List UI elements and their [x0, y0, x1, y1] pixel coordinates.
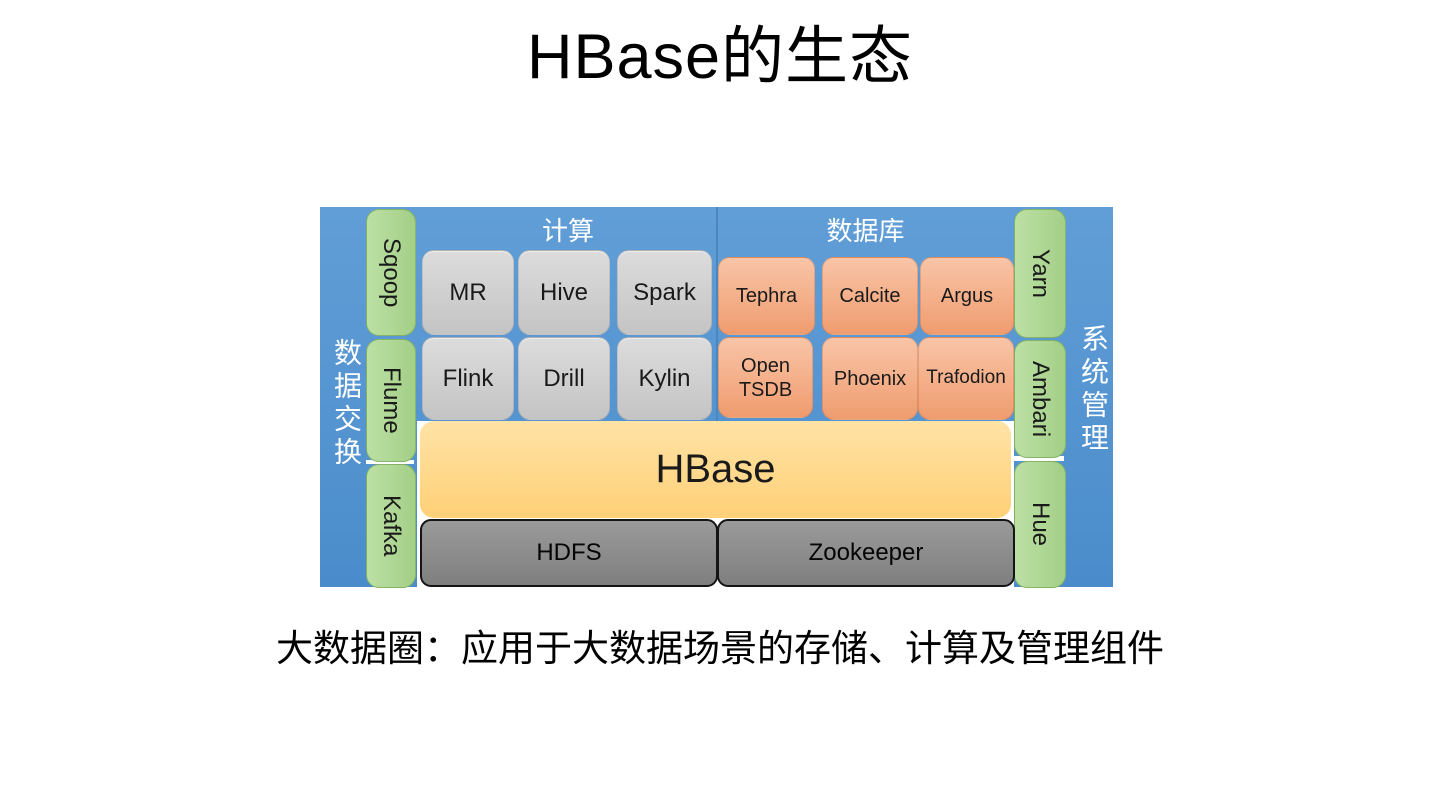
- gap-ambari-hue: [1014, 456, 1064, 461]
- opentsdb-node: Open TSDB: [718, 337, 813, 418]
- kafka-node: Kafka: [366, 464, 416, 588]
- ambari-node: Ambari: [1014, 340, 1066, 458]
- zookeeper-node: Zookeeper: [717, 519, 1015, 587]
- system-management-group-label: 系统管理: [1078, 324, 1109, 456]
- mr-node: MR: [422, 250, 514, 335]
- sqoop-node: Sqoop: [366, 209, 416, 336]
- hdfs-node: HDFS: [420, 519, 718, 587]
- hue-node: Hue: [1014, 461, 1066, 588]
- gap-flume-kafka: [366, 460, 414, 464]
- argus-node: Argus: [920, 257, 1014, 335]
- spark-node: Spark: [617, 250, 712, 335]
- data-exchange-group-label: 数据交换: [331, 338, 362, 470]
- phoenix-node: Phoenix: [822, 337, 918, 420]
- yarn-node: Yarn: [1014, 209, 1066, 338]
- flume-node: Flume: [366, 339, 416, 462]
- flink-node: Flink: [422, 337, 514, 420]
- tephra-node: Tephra: [718, 257, 815, 335]
- trafodion-node: Trafodion: [918, 337, 1014, 420]
- hive-node: Hive: [518, 250, 610, 335]
- section-divider: [716, 207, 718, 421]
- kylin-node: Kylin: [617, 337, 712, 420]
- page-title: HBase的生态: [526, 22, 914, 92]
- hbase-node: HBase: [420, 421, 1011, 518]
- database-section-label: 数据库: [826, 216, 905, 246]
- calcite-node: Calcite: [822, 257, 918, 335]
- drill-node: Drill: [518, 337, 610, 420]
- compute-section-label: 计算: [541, 216, 594, 246]
- ecosystem-diagram: 计算 数据库 数据交换 系统管理 Sqoop Flume Kafka Yarn …: [320, 207, 1113, 588]
- slide-caption: 大数据圈：应用于大数据场景的存储、计算及管理组件: [276, 629, 1164, 670]
